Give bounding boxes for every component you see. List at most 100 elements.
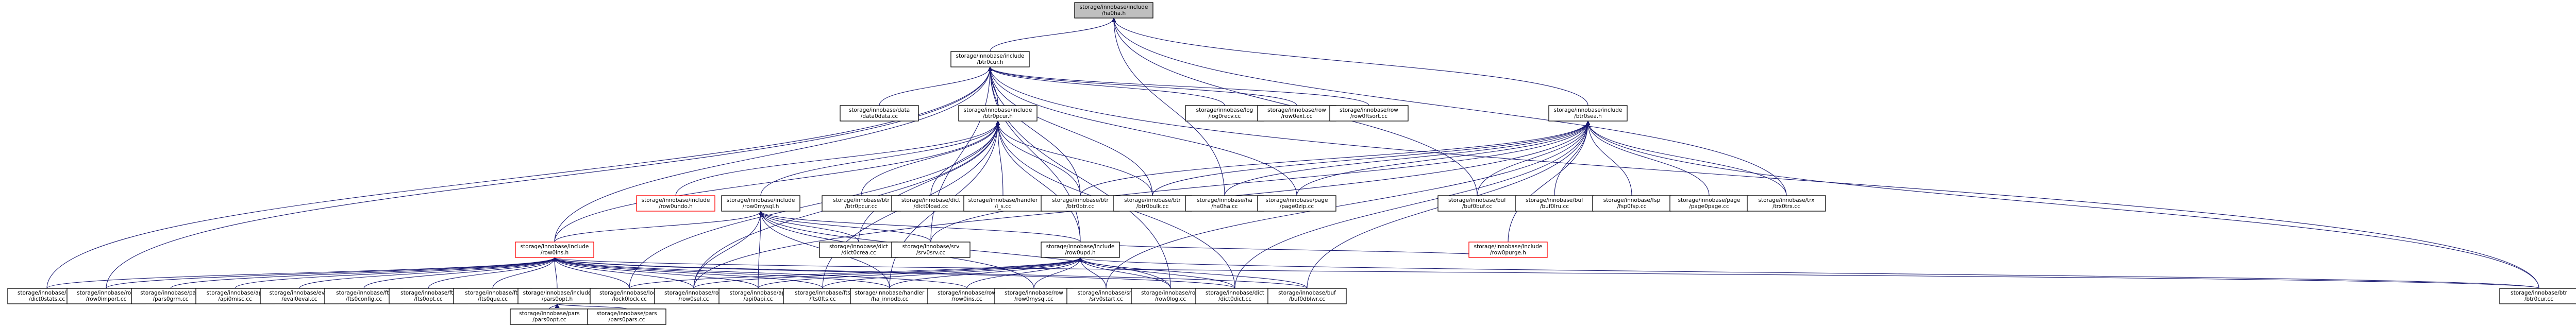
file-node-page0page[interactable]: storage/innobase/page/page0page.cc	[1669, 195, 1749, 212]
file-node-btr0btr[interactable]: storage/innobase/btr/btr0btr.cc	[1041, 195, 1120, 212]
node-label: storage/innobase/lock	[599, 290, 660, 296]
node-label: storage/innobase/row	[1141, 290, 1200, 296]
file-node-dataset[interactable]: storage/innobase/data/data0data.cc	[840, 105, 919, 122]
dependency-edges	[46, 18, 2539, 309]
node-label: /dict0load.cc	[913, 203, 948, 210]
node-box	[1113, 195, 1192, 212]
node-label: /lock0lock.cc	[612, 296, 647, 302]
dependency-edge	[552, 257, 1235, 289]
node-label: storage/innobase/ha	[1197, 197, 1252, 203]
dependency-edge	[988, 66, 1297, 196]
dependency-edge	[552, 257, 694, 289]
file-node-srv0srv[interactable]: storage/innobase/srv/srv0srv.cc	[891, 242, 971, 258]
dependency-edge	[988, 66, 1369, 106]
dependency-edge	[46, 257, 557, 289]
file-node-row0mysql2[interactable]: storage/innobase/row/row0mysql.cc	[994, 288, 1074, 304]
node-label: storage/innobase/include	[964, 107, 1032, 113]
file-node-buf0dblwr[interactable]: storage/innobase/buf/buf0dblwr.cc	[1267, 288, 1347, 304]
node-box	[1468, 242, 1548, 258]
file-node-buf0lru[interactable]: storage/innobase/buf/buf0lru.cc	[1515, 195, 1594, 212]
file-node-ha0ha[interactable]: storage/innobase/ha/ha0ha.cc	[1185, 195, 1264, 212]
file-node-fsp0fsp[interactable]: storage/innobase/fsp/fsp0fsp.cc	[1592, 195, 1671, 212]
file-node-dict0crea[interactable]: storage/innobase/dict/dict0crea.cc	[819, 242, 898, 258]
file-node-buf0buf-cc[interactable]: storage/innobase/buf/buf0buf.cc	[1437, 195, 1517, 212]
file-node-row0ext[interactable]: storage/innobase/row/row0ext.cc	[1257, 105, 1336, 122]
file-node-trx0trx[interactable]: storage/innobase/trx/trx0trx.cc	[1747, 195, 1826, 212]
dependency-edge	[629, 257, 1083, 289]
node-label: storage/innobase/log	[1196, 107, 1253, 113]
node-box	[1074, 2, 1153, 19]
node-label: /row0ins.h	[541, 250, 568, 256]
dependency-edge	[1585, 121, 2539, 289]
file-node-pars0opt-h[interactable]: storage/innobase/include/pars0opt.h	[517, 288, 597, 304]
dependency-edge	[554, 66, 993, 243]
node-label: /btr0pcur.cc	[845, 203, 878, 210]
file-node-row0upd[interactable]: storage/innobase/include/row0upd.h	[1041, 242, 1120, 258]
file-node-handler-i-s[interactable]: storage/innobase/handler/i_s.cc	[963, 195, 1043, 212]
file-node-btr0cur-cc[interactable]: storage/innobase/btr/btr0cur.cc	[2499, 288, 2576, 304]
file-node-fts0fts[interactable]: storage/innobase/fts/fts0fts.cc	[783, 288, 862, 304]
file-node-log0recv[interactable]: storage/innobase/log/log0recv.cc	[1185, 105, 1264, 122]
dependency-edge	[553, 257, 2539, 289]
file-node-dict0load[interactable]: storage/innobase/dict/dict0load.cc	[891, 195, 971, 212]
file-node-row0undo[interactable]: storage/innobase/include/row0undo.h	[636, 195, 715, 212]
node-label: storage/innobase/fts	[795, 290, 850, 296]
node-box	[515, 242, 594, 258]
dependency-edge	[990, 18, 1116, 52]
file-node-btr0bulk[interactable]: storage/innobase/btr/btr0bulk.cc	[1113, 195, 1192, 212]
node-label: storage/innobase/row	[664, 290, 723, 296]
file-node-pars0opt[interactable]: storage/innobase/pars/pars0opt.cc	[510, 308, 589, 325]
file-node-ha-innodb[interactable]: storage/innobase/handler/ha_innodb.cc	[850, 288, 929, 304]
file-node-buf0buf[interactable]: storage/innobase/include/btr0cur.h	[950, 51, 1030, 67]
node-label: storage/innobase/buf	[1448, 197, 1506, 203]
file-node-row0mysql-h[interactable]: storage/innobase/include/row0mysql.h	[721, 195, 800, 212]
node-box	[994, 288, 1074, 304]
node-label: /fts0config.cc	[346, 296, 382, 302]
file-node-btr0sea[interactable]: storage/innobase/include/btr0sea.h	[1548, 105, 1628, 122]
node-label: storage/innobase/fts	[400, 290, 456, 296]
dependency-edge	[555, 303, 627, 309]
node-label: storage/innobase/include	[727, 197, 795, 203]
dependency-edge	[1078, 257, 2539, 289]
file-node-row0ins[interactable]: storage/innobase/include/row0ins.h	[515, 242, 594, 258]
node-box	[1267, 288, 1347, 304]
node-label: /btr0cur.cc	[2524, 296, 2553, 302]
node-label: storage/innobase/eval	[270, 290, 330, 296]
file-node-dict0dict[interactable]: storage/innobase/dict/dict0dict.cc	[1195, 288, 1275, 304]
file-node-page0zip[interactable]: storage/innobase/page/page0zip.cc	[1257, 195, 1336, 212]
file-node-pars0pars[interactable]: storage/innobase/pars/pars0pars.cc	[587, 308, 666, 325]
node-label: /trx0trx.cc	[1772, 203, 1800, 210]
node-box	[587, 308, 666, 325]
dependency-edge	[693, 211, 763, 289]
node-box	[1195, 288, 1275, 304]
dependency-edge	[858, 121, 1000, 243]
node-label: /btr0sea.h	[1574, 113, 1602, 119]
node-label: /btr0pcur.h	[983, 113, 1013, 119]
node-box	[2499, 288, 2576, 304]
node-label: /fsp0fsp.cc	[1617, 203, 1647, 210]
node-label: /page0page.cc	[1689, 203, 1729, 210]
node-label: /row0sel.cc	[678, 296, 709, 302]
file-node-btr0pcur-cc[interactable]: storage/innobase/btr/btr0pcur.cc	[822, 195, 901, 212]
dependency-edge	[1111, 18, 1225, 196]
node-label: storage/innobase/dict	[1206, 290, 1264, 296]
file-node-btr0pcur[interactable]: storage/innobase/include/btr0pcur.h	[958, 105, 1038, 122]
node-label: /row0import.cc	[86, 296, 127, 302]
dependency-edge	[46, 66, 993, 289]
node-box	[950, 51, 1030, 67]
node-label: storage/innobase/include	[1554, 107, 1622, 113]
file-node-row0mysql-cc[interactable]: storage/innobase/row/row0ftsort.cc	[1329, 105, 1409, 122]
dependency-edge	[988, 66, 1225, 106]
node-label: /buf0buf.cc	[1462, 203, 1493, 210]
node-label: /pars0opt.h	[542, 296, 573, 302]
node-label: /row0upd.h	[1065, 250, 1095, 256]
file-node-row0purge[interactable]: storage/innobase/include/row0purge.h	[1468, 242, 1548, 258]
node-label: storage/innobase/include	[1080, 4, 1148, 10]
dependency-edge	[1078, 257, 1171, 289]
dependency-edge	[988, 66, 1297, 106]
node-label: storage/innobase/fsp	[1603, 197, 1661, 203]
dependency-edge	[235, 257, 557, 289]
dependency-edge	[1033, 257, 1083, 289]
file-node-row0ins-cc[interactable]: storage/innobase/row/row0ins.cc	[927, 288, 1007, 304]
dependency-edge	[1296, 121, 1591, 196]
